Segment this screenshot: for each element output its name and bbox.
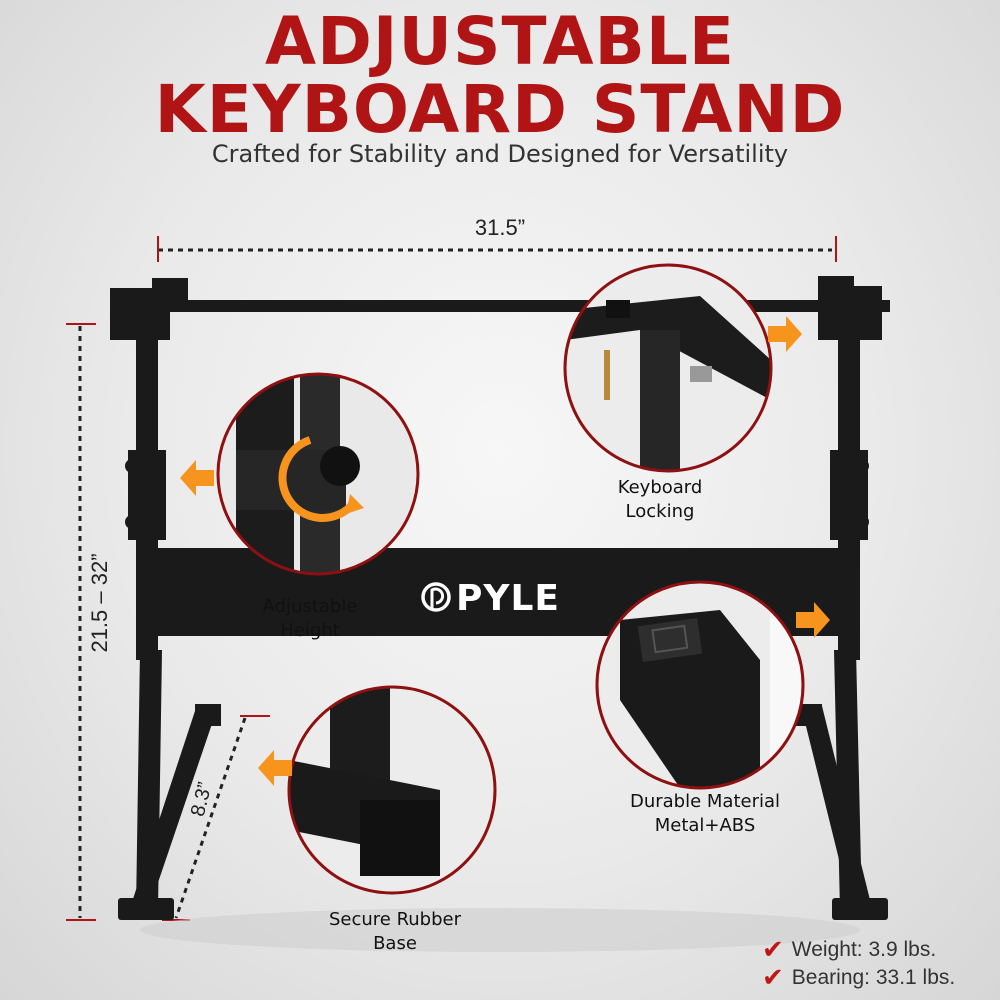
callout-material-line1: Durable Material: [629, 791, 781, 812]
zoom-circle-material: [595, 580, 805, 790]
height-dimension-label: 21.5 – 32”: [87, 553, 112, 653]
callout-adjustable-height-line1: Adjustable: [262, 596, 358, 617]
brand-logo-text: PYLE: [456, 578, 560, 619]
callout-material-line2: Metal+ABS: [654, 815, 756, 836]
spec-weight-text: Weight: 3.9 lbs.: [791, 937, 937, 961]
callout-rubber-base-line1: Secure Rubber: [328, 909, 462, 930]
page-title-line2: KEYBOARD STAND: [154, 71, 846, 148]
callout-adjustable-height-line2: Height: [280, 620, 340, 641]
page-subtitle: Crafted for Stability and Designed for V…: [211, 140, 789, 168]
callout-keyboard-locking-line1: Keyboard: [617, 477, 703, 498]
arrow-left-icon: [180, 460, 214, 496]
spec-bearing: ✔ Bearing: 33.1 lbs.: [762, 962, 955, 993]
arrow-left-icon: [258, 750, 292, 786]
width-dimension-label: 31.5”: [474, 215, 526, 240]
zoom-circle-adjustable-height: [216, 372, 420, 576]
check-icon: ✔: [762, 934, 784, 964]
check-icon: ✔: [762, 962, 784, 992]
arrow-right-icon: [796, 602, 830, 638]
arrow-right-icon: [768, 316, 802, 352]
callout-keyboard-locking: Keyboard Locking: [580, 476, 740, 524]
spec-weight: ✔ Weight: 3.9 lbs.: [762, 934, 936, 965]
spec-bearing-text: Bearing: 33.1 lbs.: [791, 965, 956, 989]
page-title-line1: ADJUSTABLE: [265, 3, 735, 80]
callout-material: Durable Material Metal+ABS: [605, 790, 805, 838]
zoom-circle-keyboard-locking: [563, 263, 773, 473]
callout-rubber-base: Secure Rubber Base: [300, 908, 490, 956]
pyle-logo-icon: [421, 582, 451, 612]
callout-keyboard-locking-line2: Locking: [625, 501, 695, 522]
zoom-circle-rubber-base: [287, 685, 497, 895]
callout-rubber-base-line2: Base: [373, 933, 417, 954]
callout-adjustable-height: Adjustable Height: [230, 595, 390, 643]
